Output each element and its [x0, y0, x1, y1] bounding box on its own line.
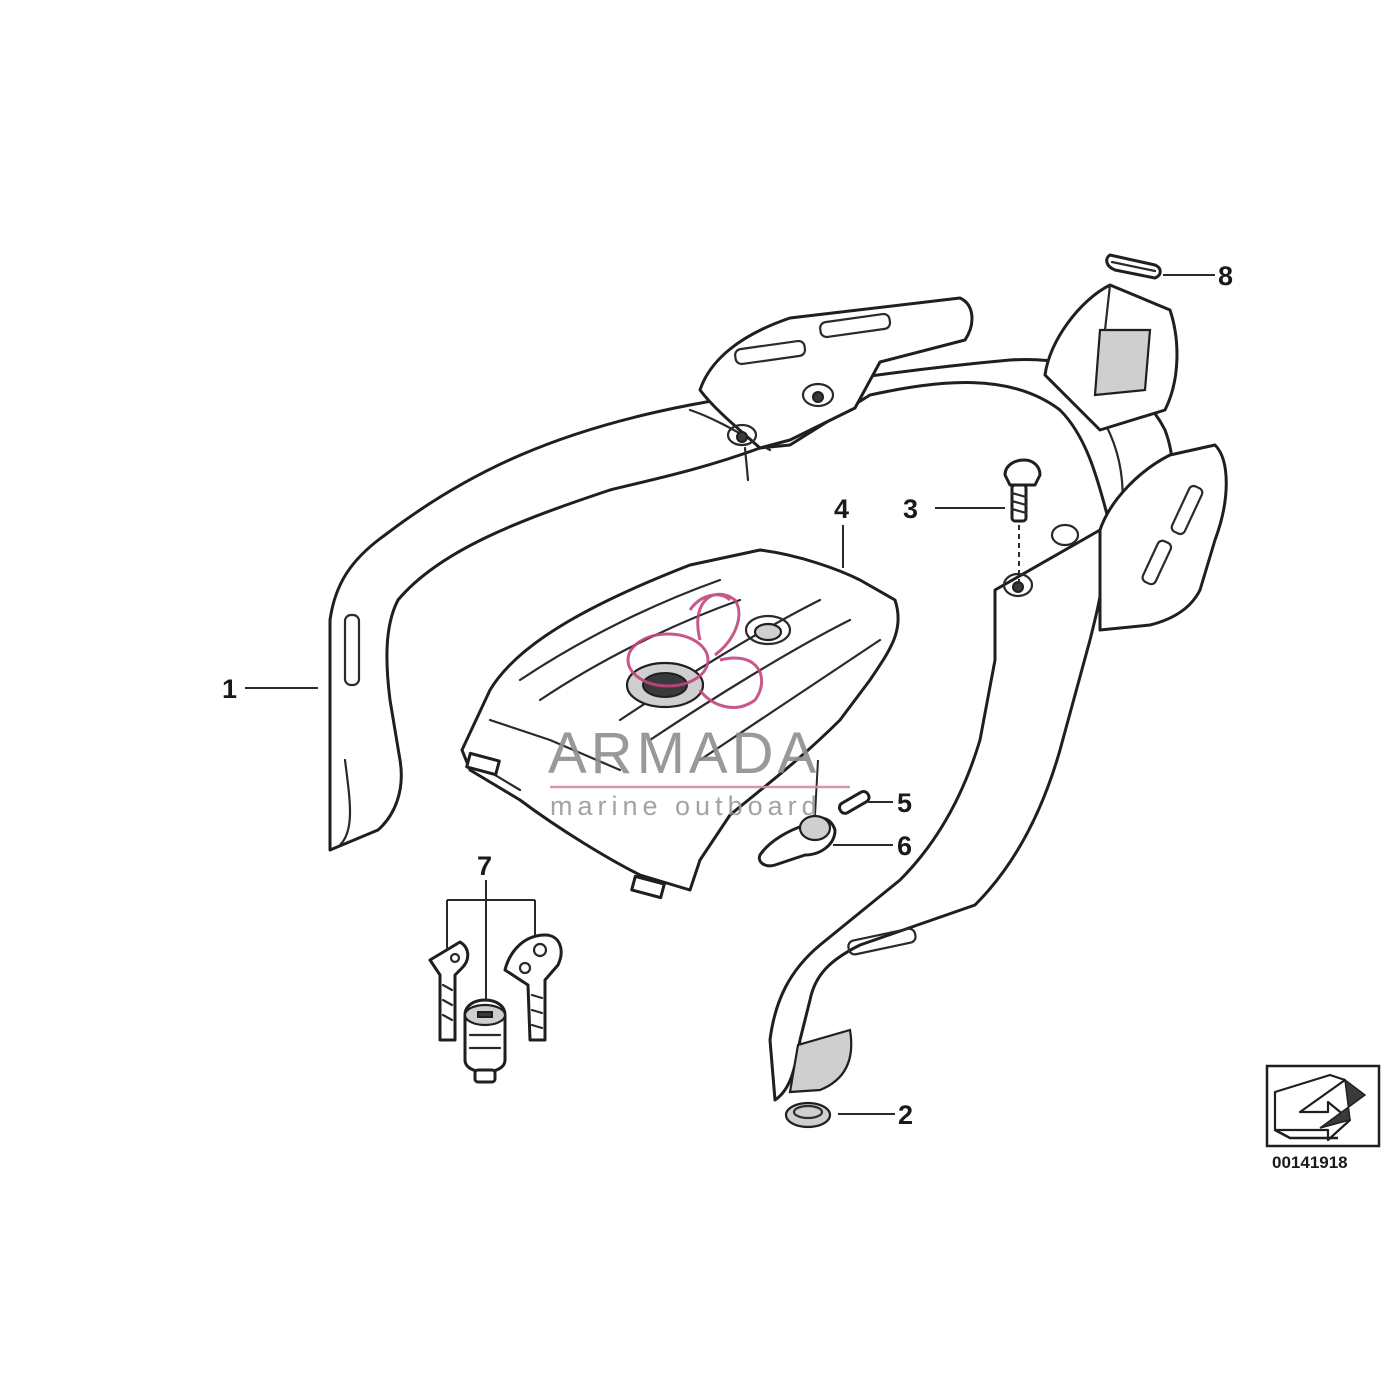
watermark-logo-icon	[626, 592, 764, 709]
callout-2: 2	[898, 1100, 913, 1130]
callout-7: 7	[477, 851, 492, 881]
luggage-rack-frame	[328, 283, 1228, 1102]
callout-6: 6	[897, 831, 912, 861]
leader-lines	[245, 274, 1215, 1115]
reference-number: 00141918	[1272, 1153, 1348, 1172]
callout-1: 1	[222, 674, 237, 704]
callout-5: 5	[897, 788, 912, 818]
rubber-washer	[784, 1101, 832, 1129]
callout-4: 4	[834, 494, 849, 524]
callout-3: 3	[903, 494, 918, 524]
rubber-pad	[1105, 253, 1162, 280]
callout-labels: 1 2 3 4 5 6 7 8	[222, 261, 1233, 1130]
watermark-tagline: marine outboard	[550, 791, 822, 821]
view-direction-arrow-icon	[1273, 1073, 1367, 1142]
lock-lever	[757, 759, 837, 868]
callout-8: 8	[1218, 261, 1233, 291]
fillister-head-screw	[1003, 458, 1042, 585]
watermark: ARMADA marine outboard	[548, 592, 850, 821]
reference-view-box: 00141918	[1265, 1064, 1381, 1172]
watermark-brand: ARMADA	[548, 721, 820, 786]
lock-cylinder-set	[428, 880, 563, 1084]
locking-pin	[837, 790, 871, 815]
